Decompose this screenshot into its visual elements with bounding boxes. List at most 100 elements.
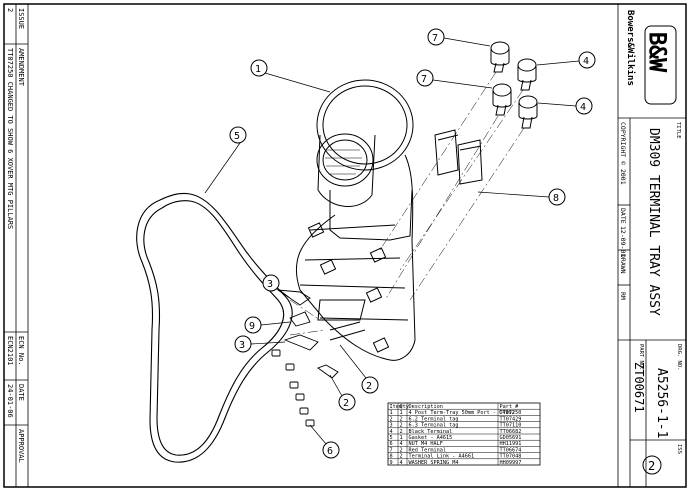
revision-approval-label: APPROVAL	[17, 429, 25, 463]
balloon-7: 7	[427, 28, 491, 47]
logo-text: B&W	[644, 32, 669, 72]
bom-cell: 3	[390, 423, 393, 429]
balloon-6: 6	[309, 424, 340, 459]
bom-cell: 2	[390, 416, 393, 422]
svg-text:7: 7	[432, 33, 438, 44]
bom-header-cell: Item	[390, 404, 403, 410]
svg-text:3: 3	[239, 340, 245, 351]
revision-ecn: ECN2101	[6, 336, 14, 366]
drawn-label: DRAWN	[619, 254, 627, 274]
bom-cell: 6.3 Terminal tag	[409, 423, 459, 429]
terminal-link-part	[434, 129, 483, 185]
bom-cell: HH09997	[500, 460, 522, 466]
drawn-value: RM	[619, 292, 627, 300]
bom-cell: Red Terminal	[409, 447, 446, 453]
svg-text:5: 5	[234, 131, 240, 142]
title-block	[617, 4, 686, 487]
bom-cell: 4	[390, 429, 393, 435]
bom-cell: 1	[390, 410, 393, 416]
bom-cell: TT06682	[500, 429, 522, 435]
bom-cell: Black Terminal	[409, 429, 453, 435]
date-value: 12-09-01	[619, 226, 627, 257]
bom-cell: 2	[400, 447, 403, 453]
terminal-tray-part	[295, 79, 416, 361]
revision-ecn-label: ECN No.	[17, 336, 25, 366]
red-terminal-upper	[490, 41, 510, 73]
balloon-2b: 2	[329, 374, 356, 411]
bom-cell: 2	[400, 454, 403, 460]
revision-description: TT07250 CHANGED TO SHOW 6 XOVER MTG PILL…	[6, 48, 14, 229]
bom-cell: TT07429	[500, 416, 522, 422]
copyright: COPYRIGHT © 2001	[619, 122, 627, 185]
balloon-3: 3	[262, 274, 291, 299]
svg-text:4: 4	[580, 102, 586, 113]
part-label: PART NO.	[638, 344, 644, 371]
bom-cell: Gasket - A4615	[409, 435, 453, 441]
svg-text:2: 2	[366, 381, 372, 392]
bom-cell: 7	[390, 447, 393, 453]
bom-cell: 1	[400, 410, 403, 416]
revision-issue-label: ISSUE	[17, 8, 25, 29]
balloon-7b: 7	[416, 69, 493, 89]
revision-issue: 2	[6, 8, 14, 12]
brand-logo	[644, 25, 677, 105]
balloon-4b: 4	[537, 97, 593, 115]
drawing-title: DM309 TERMINAL TRAY ASSY	[646, 128, 661, 316]
issue-circle	[642, 455, 662, 475]
sheet-border	[3, 3, 687, 488]
bom-cell: 4	[400, 441, 403, 447]
bom-cell: TT07048	[500, 454, 522, 460]
balloon-9: 9	[244, 316, 291, 334]
revision-block	[4, 4, 29, 487]
bom-cell: WASHER SPRING M4	[409, 460, 459, 466]
balloon-4: 4	[536, 51, 596, 69]
revision-amendment-label: AMENDMENT	[17, 48, 25, 87]
bom-cell: NUT M4 HALF	[409, 441, 443, 447]
svg-text:3: 3	[267, 279, 273, 290]
balloon-5: 5	[204, 126, 247, 194]
revision-date: 24-01-06	[6, 384, 14, 418]
bom-cell: 1	[400, 435, 403, 441]
bom-cell: 2	[400, 423, 403, 429]
svg-text:2: 2	[343, 398, 349, 409]
bom-cell: GD05691	[500, 435, 522, 441]
terminal-tags	[276, 289, 339, 379]
assembly-centre-lines	[289, 71, 525, 336]
balloon-1: 1	[250, 59, 331, 93]
brand-name: Bowers&Wilkins	[625, 10, 636, 86]
bom-cell: 2	[400, 429, 403, 435]
red-terminal-lower	[492, 83, 512, 116]
bom-cell: HH11991	[500, 441, 522, 447]
bom-header-cell: Description	[409, 404, 443, 410]
black-terminal-upper	[517, 58, 537, 91]
bom-cell: TT07250	[500, 410, 522, 416]
svg-text:1: 1	[255, 64, 261, 75]
bom-cell: 5	[390, 435, 393, 441]
bom-cell: 6	[390, 441, 393, 447]
svg-text:7: 7	[421, 74, 427, 85]
bom-header-cell: Part #	[500, 404, 520, 410]
black-terminal-lower	[518, 95, 538, 129]
bom-header-cell: Qty	[400, 404, 409, 410]
bom-cell: 2	[400, 416, 403, 422]
svg-text:9: 9	[249, 321, 255, 332]
balloon-8: 8	[477, 188, 566, 206]
title-label: TITLE	[675, 122, 681, 139]
bom-cell: TT06674	[500, 447, 522, 453]
bom-cell: TT07110	[500, 423, 522, 429]
svg-text:4: 4	[583, 56, 589, 67]
issue-number: 2	[648, 459, 655, 473]
part-number: ZT00671	[632, 362, 646, 413]
bom-cell: 8	[390, 454, 393, 460]
iss-label: ISS	[676, 444, 682, 454]
bom-cell: Terminal Link - A4661	[409, 454, 475, 460]
bom-cell: 4 Post Term-Tray 50mm Port - C4992	[409, 410, 515, 416]
washers-nuts	[271, 349, 315, 427]
revision-date-label: DATE	[17, 384, 25, 401]
drg-label: DRG. NO.	[676, 344, 682, 371]
date-label: DATE	[619, 208, 627, 224]
bom-cell: 4	[400, 460, 403, 466]
